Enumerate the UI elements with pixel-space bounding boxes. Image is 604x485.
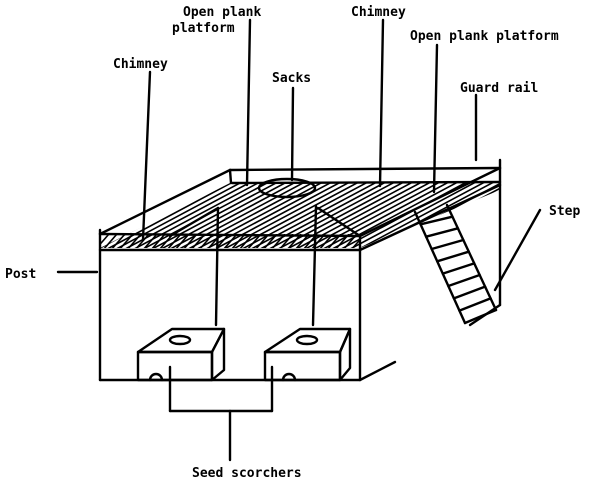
hatch-line <box>100 182 103 248</box>
hatch-line <box>257 182 409 248</box>
ladder-rung <box>419 215 454 226</box>
hatch-line <box>302 182 454 248</box>
hatch-line <box>166 234 182 248</box>
hatch-line <box>194 182 346 248</box>
ladder-rung <box>458 297 492 312</box>
hatch-line <box>100 182 112 248</box>
label-chimney-left: Chimney <box>113 57 168 72</box>
hatch-line <box>100 182 166 248</box>
label-chimney-right: Chimney <box>351 5 406 20</box>
hatch-line <box>582 175 604 255</box>
hatch-line <box>100 234 110 248</box>
hatch-line <box>230 182 382 248</box>
label-sacks: Sacks <box>272 71 311 86</box>
hatch-line <box>254 234 270 248</box>
hatch-line <box>176 182 328 248</box>
ladder-rung <box>452 285 487 300</box>
hatch-line <box>491 182 500 248</box>
hatch-line <box>0 175 39 255</box>
hatch-line <box>190 234 206 248</box>
hatch-line <box>158 182 310 248</box>
hatch-line <box>100 182 247 248</box>
hatch-line <box>142 234 158 248</box>
ladder-rung <box>447 273 481 288</box>
label-seed-scorchers: Seed scorchers <box>192 466 302 481</box>
hatch-line <box>407 234 421 250</box>
hatch-line <box>350 234 360 248</box>
hatch-line <box>174 234 190 248</box>
label-guard-rail: Guard rail <box>460 81 538 96</box>
hatch-line <box>347 182 499 248</box>
hatch-line <box>600 175 604 255</box>
hatch-line <box>0 175 66 255</box>
hatch-line <box>0 175 30 255</box>
label-open-plank-platform-left-1: Open plank <box>183 5 261 20</box>
hatch-line <box>238 234 254 248</box>
hatch-line <box>591 175 604 255</box>
hatch-line <box>0 175 57 255</box>
hatch-line <box>104 182 256 248</box>
seed-scorcher-left <box>136 327 226 382</box>
hatch-line <box>222 234 238 248</box>
seed-scorcher-right <box>263 327 352 382</box>
leader-lines <box>56 18 542 462</box>
hatch-line <box>182 234 198 248</box>
hatch-line <box>248 182 400 248</box>
ladder-rung <box>424 227 460 238</box>
chimney-left <box>168 206 220 327</box>
hatch-line <box>311 182 463 248</box>
hatch-line <box>0 175 48 255</box>
hatch-line <box>0 175 84 255</box>
hatch-line <box>150 234 166 248</box>
platform-front-hatching <box>100 234 421 250</box>
hatch-line <box>275 182 427 248</box>
hatch-line <box>185 182 337 248</box>
hatch-line <box>113 182 265 248</box>
hatch-line <box>198 234 214 248</box>
label-post: Post <box>5 267 36 282</box>
hatch-line <box>118 234 134 248</box>
label-open-plank-platform-right: Open plank platform <box>410 29 559 44</box>
hatch-line <box>391 234 405 250</box>
ladder-rung <box>441 262 476 275</box>
label-open-plank-platform-left-2: platform <box>172 21 235 36</box>
hatch-line <box>126 234 142 248</box>
hatch-line <box>102 234 118 248</box>
label-step: Step <box>549 204 580 219</box>
sacks-shape <box>257 177 317 199</box>
hatch-line <box>266 182 418 248</box>
hatch-line <box>0 175 75 255</box>
ladder-rung <box>430 238 465 251</box>
hatch-line <box>230 234 246 248</box>
hatch-line <box>320 182 472 248</box>
hatch-line <box>246 234 262 248</box>
step-ladder <box>413 203 498 325</box>
hatch-line <box>203 182 355 248</box>
hatch-line <box>338 182 490 248</box>
hatch-line <box>262 234 278 248</box>
chimney-right <box>311 204 318 327</box>
hatch-line <box>455 182 500 248</box>
hatch-line <box>167 182 319 248</box>
ladder-rung <box>436 250 470 263</box>
hatch-line <box>122 182 274 248</box>
hatch-line <box>100 182 184 248</box>
hatch-line <box>0 175 93 255</box>
hatch-line <box>270 234 286 248</box>
hatch-line <box>134 234 150 248</box>
hatch-line <box>110 234 126 248</box>
hatch-line <box>399 234 413 250</box>
